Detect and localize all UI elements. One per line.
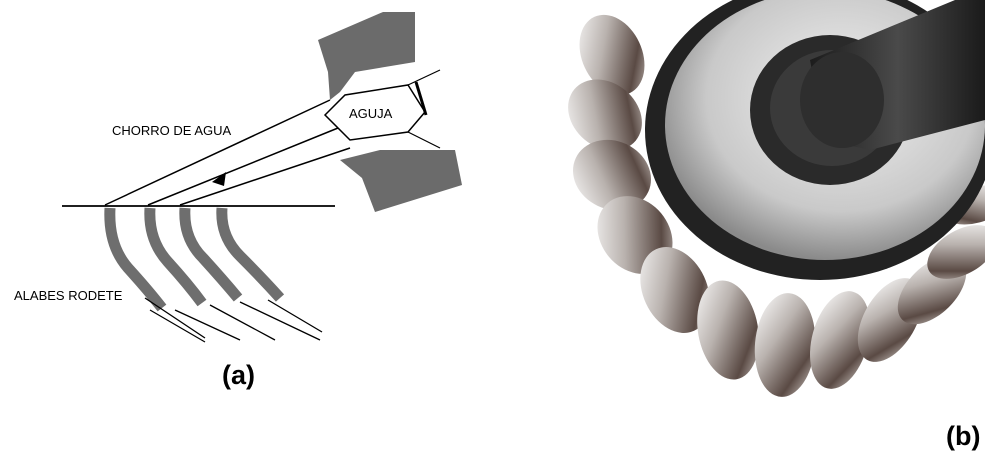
caption-b: (b) — [946, 421, 980, 452]
label-aguja: AGUJA — [349, 106, 393, 121]
jet-boundary-upper — [105, 100, 330, 205]
blade-outlines — [145, 298, 322, 342]
runner-blades — [110, 208, 280, 308]
needle-shaft-lower — [408, 132, 440, 148]
pelton-runner-photo — [560, 0, 985, 410]
nozzle-lower-body — [340, 150, 462, 212]
pelton-schematic-diagram: CHORRO DE AGUA AGUJA ALABES RODETE — [0, 0, 470, 400]
shaft-end — [800, 52, 884, 148]
label-chorro-de-agua: CHORRO DE AGUA — [112, 123, 232, 138]
jet-boundary-mid — [148, 128, 338, 205]
needle-tip-line — [416, 82, 426, 115]
caption-a: (a) — [222, 360, 255, 391]
jet-boundary-lower — [180, 148, 350, 205]
needle-shaft-upper — [408, 70, 440, 85]
label-alabes-rodete: ALABES RODETE — [14, 288, 123, 303]
